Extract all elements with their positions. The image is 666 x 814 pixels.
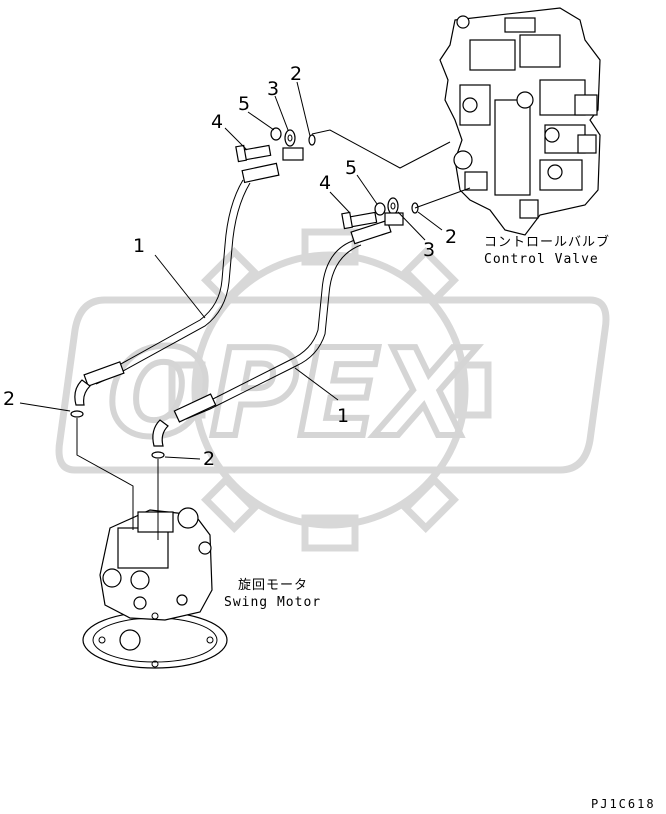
watermark-plate — [55, 296, 610, 474]
callout-numbers: 1 1 2 2 2 2 3 3 4 4 5 5 — [3, 63, 457, 470]
bolt-assembly-right — [341, 197, 419, 230]
swing-motor-label-jp: 旋回モータ — [238, 578, 308, 593]
connection-lines — [76, 129, 471, 540]
watermark-text: OPEX — [108, 325, 478, 464]
bolt-assembly-left — [235, 127, 316, 163]
callout-oring-mid-right: 2 — [203, 448, 215, 470]
hose-left — [74, 162, 280, 406]
callout-spacer-left: 5 — [238, 93, 250, 115]
callout-bolt-left: 4 — [211, 111, 223, 133]
watermark-logo: OPEX — [55, 228, 610, 552]
watermark-gear — [191, 251, 469, 529]
control-valve — [439, 7, 601, 236]
callout-hose-left: 1 — [133, 235, 145, 257]
oring-motor-left — [70, 410, 84, 418]
drawing-code: PJ1C618 — [591, 797, 656, 811]
oring-motor-right — [151, 451, 165, 459]
callout-washer-left: 3 — [267, 78, 279, 100]
swing-motor — [82, 507, 228, 669]
control-valve-label-jp: コントロールバルブ — [484, 234, 610, 250]
swing-motor-label-en: Swing Motor — [224, 595, 321, 610]
callout-oring-top-left: 2 — [290, 63, 302, 85]
control-valve-label-en: Control Valve — [484, 252, 599, 267]
callout-hose-right: 1 — [337, 405, 349, 427]
callout-bolt-right: 4 — [319, 172, 331, 194]
component-labels: コントロールバルブ Control Valve 旋回モータ Swing Moto… — [224, 234, 610, 610]
callout-oring-mid-left: 2 — [3, 388, 15, 410]
hose-right — [152, 219, 392, 447]
leader-lines — [19, 81, 443, 460]
callout-washer-right: 3 — [423, 239, 435, 261]
callout-oring-top-right: 2 — [445, 226, 457, 248]
callout-spacer-right: 5 — [345, 157, 357, 179]
